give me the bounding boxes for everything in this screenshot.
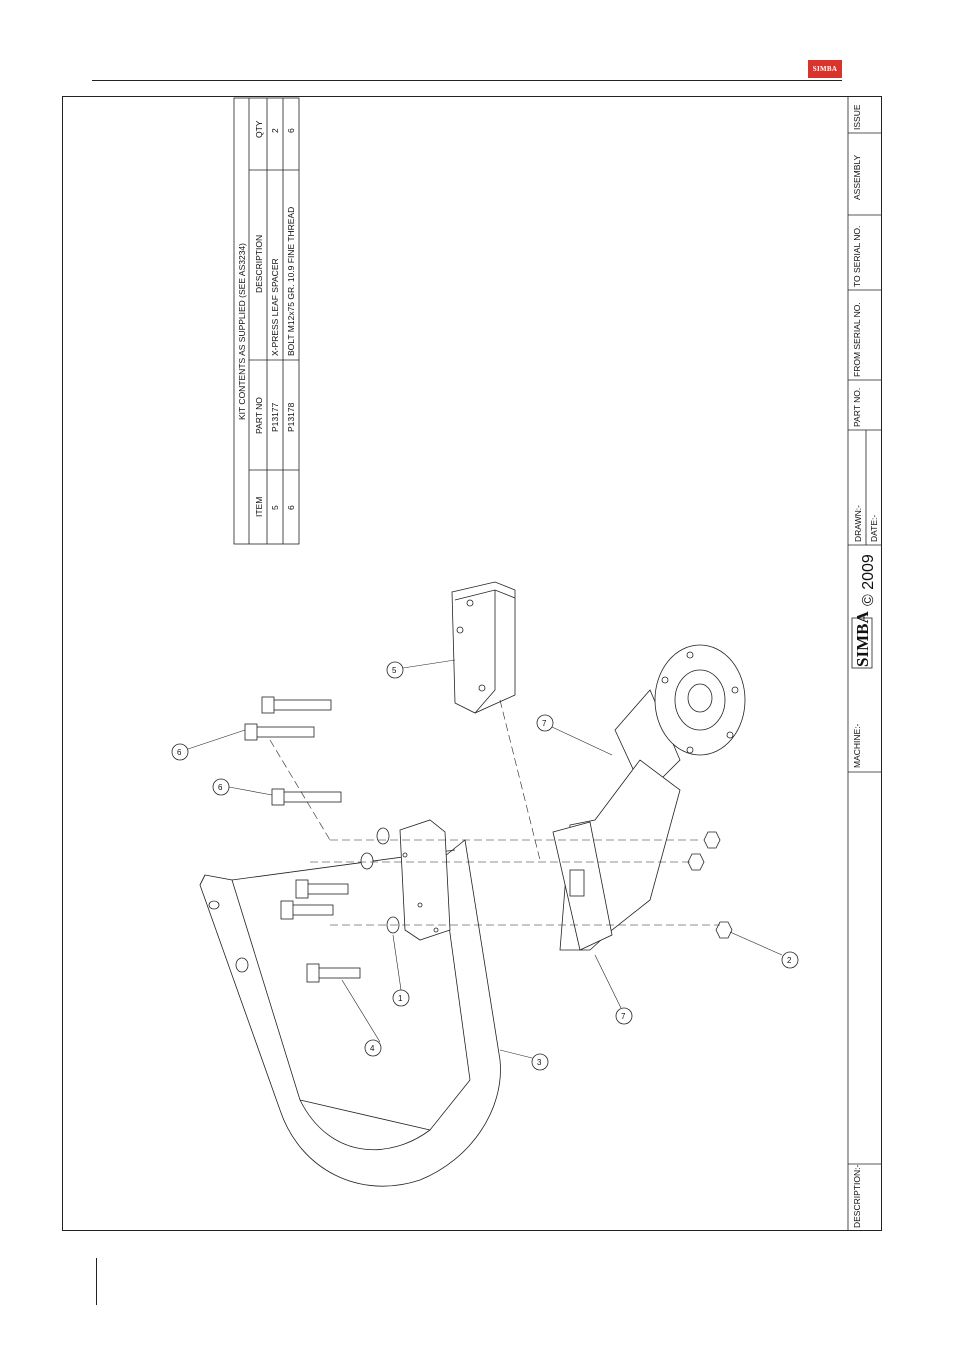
- description-label: DESCRIPTION:-: [852, 1165, 862, 1228]
- clamp-plate: [400, 820, 450, 940]
- callout-1: 1: [393, 990, 409, 1006]
- issue-label: ISSUE: [852, 104, 862, 130]
- assembly-drawing: [200, 582, 745, 1186]
- callout-6a: 6: [172, 744, 188, 760]
- callout-3: 3: [532, 1054, 548, 1070]
- callout-6b: 6: [213, 779, 229, 795]
- kit-header-part-no: PART NO: [254, 397, 264, 434]
- washers: [361, 828, 399, 933]
- svg-text:7: 7: [542, 719, 547, 728]
- assembly-label: ASSEMBLY: [852, 154, 862, 200]
- leaf-spacer: [452, 582, 515, 713]
- to-serial-label: TO SERIAL NO.: [852, 226, 862, 287]
- machine-label: MACHINE:-: [852, 723, 862, 768]
- kit-header-description: DESCRIPTION: [254, 235, 264, 293]
- callout-2: 2: [782, 952, 798, 968]
- callout-5: 5: [387, 662, 403, 678]
- kit-row-description: X-PRESS LEAF SPACER: [270, 258, 280, 356]
- svg-text:3: 3: [537, 1058, 542, 1067]
- svg-text:7: 7: [621, 1012, 626, 1021]
- callout-7a: 7: [537, 715, 553, 731]
- svg-text:4: 4: [370, 1044, 375, 1053]
- kit-row-part-no: P13178: [286, 402, 296, 432]
- kit-row-qty: 2: [270, 128, 280, 133]
- kit-row-item: 6: [286, 505, 296, 510]
- kit-table-title: KIT CONTENTS AS SUPPLIED (SEE AS3234): [237, 243, 247, 420]
- nuts: [688, 832, 732, 938]
- svg-text:2: 2: [787, 956, 792, 965]
- bolt-group-4: [281, 880, 360, 982]
- drawn-label: DRAWN:-: [853, 505, 863, 542]
- from-serial-label: FROM SERIAL NO.: [852, 302, 862, 377]
- svg-text:5: 5: [392, 666, 397, 675]
- svg-text:6: 6: [177, 748, 182, 757]
- kit-row-item: 5: [270, 505, 280, 510]
- date-label: DATE:-: [869, 515, 879, 542]
- copyright-text: © 2009: [860, 554, 877, 606]
- kit-row-part-no: P13177: [270, 402, 280, 432]
- kit-row-description: BOLT M12x75 GR. 10.9 FINE THREAD: [286, 207, 296, 356]
- kit-header-item: ITEM: [254, 497, 264, 517]
- svg-text:SIMBA: SIMBA: [853, 611, 872, 667]
- leaf-spring: [200, 840, 500, 1186]
- callout-4: 4: [365, 1040, 381, 1056]
- simba-mark: SIMBA © 2009: [852, 554, 877, 668]
- kit-row-qty: 6: [286, 128, 296, 133]
- kit-header-qty: QTY: [254, 120, 264, 138]
- callout-7b: 7: [616, 1008, 632, 1024]
- bolt-group-6: [245, 697, 341, 805]
- svg-text:6: 6: [218, 783, 223, 792]
- svg-text:1: 1: [398, 994, 403, 1003]
- part-no-label: PART NO.: [852, 388, 862, 427]
